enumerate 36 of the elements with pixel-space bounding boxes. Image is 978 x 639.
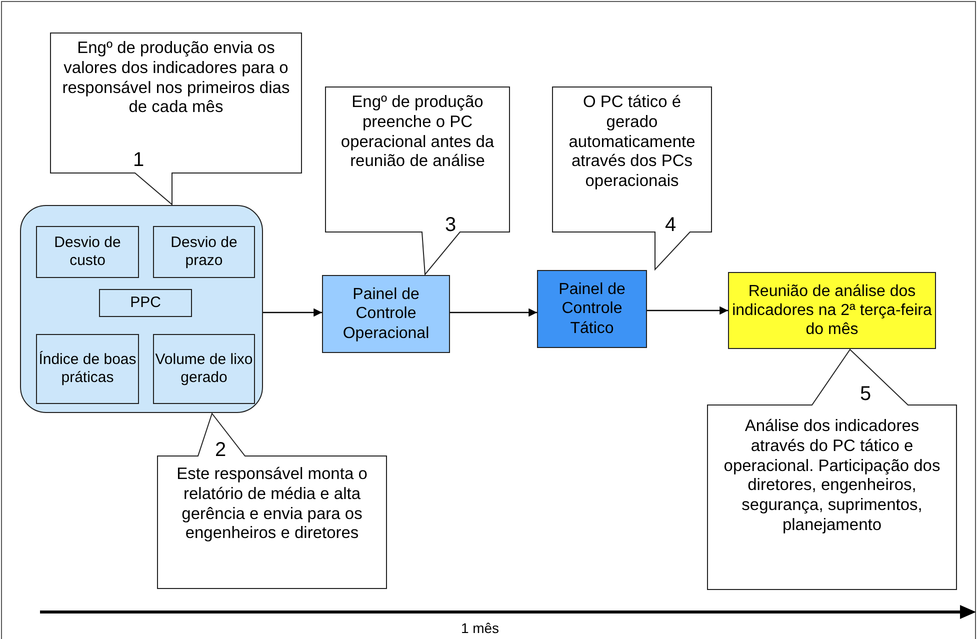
process-box — [537, 270, 647, 348]
callout-bubble — [325, 87, 510, 275]
callout-text: Engº de produção preenche o PC operacional antes da reunião de análise — [340, 93, 496, 172]
node-label: Índice de boas práticas — [38, 351, 138, 387]
callout-bubble — [707, 349, 957, 590]
callout-number: 2 — [215, 438, 226, 462]
callout-number: 3 — [445, 213, 456, 237]
process-box — [322, 275, 450, 353]
callout-bubble — [50, 33, 302, 205]
arrow — [647, 306, 728, 315]
indicator-box — [36, 334, 139, 404]
callout-text: Análise dos indicadores através do PC tático e operacional. Participação dos diretores, engenheiros, segurança, suprimentos, planejamento — [722, 417, 942, 536]
callout-number: 5 — [860, 382, 872, 406]
indicator-box — [36, 226, 139, 278]
node-label: Desvio de custo — [53, 234, 122, 270]
node-label: Desvio de prazo — [170, 234, 238, 270]
process-box — [728, 272, 936, 349]
arrow — [450, 308, 537, 317]
callout-bubble — [157, 413, 387, 589]
node-label: Volume de lixo gerado — [154, 351, 254, 387]
indicator-box — [153, 226, 255, 278]
node-label: Reunião de análise dos indicadores na 2ª terça-feira do mês — [731, 282, 933, 340]
callout-text: Este responsável monta o relatório de média e alta gerência e envia para os engenheiros e diretores — [176, 465, 368, 544]
node-label: Painel de Controle Tático — [558, 280, 626, 338]
arrow — [263, 308, 322, 317]
timeline-label: 1 mês — [460, 620, 500, 636]
indicator-box — [99, 289, 192, 317]
callout-text: Engº de produção envia os valores dos indicadores para o responsável nos primeiros dias de cada mês — [62, 39, 290, 118]
group-panel — [20, 205, 263, 413]
node-label: Painel de Controle Operacional — [342, 285, 430, 343]
indicator-box — [153, 334, 255, 404]
callout-bubble — [552, 87, 712, 270]
callout-number: 4 — [665, 213, 676, 237]
node-label: PPC — [130, 294, 161, 312]
callout-text: O PC tático é gerado automaticamente através dos PCs operacionais — [568, 93, 696, 192]
callout-number: 1 — [133, 148, 144, 172]
